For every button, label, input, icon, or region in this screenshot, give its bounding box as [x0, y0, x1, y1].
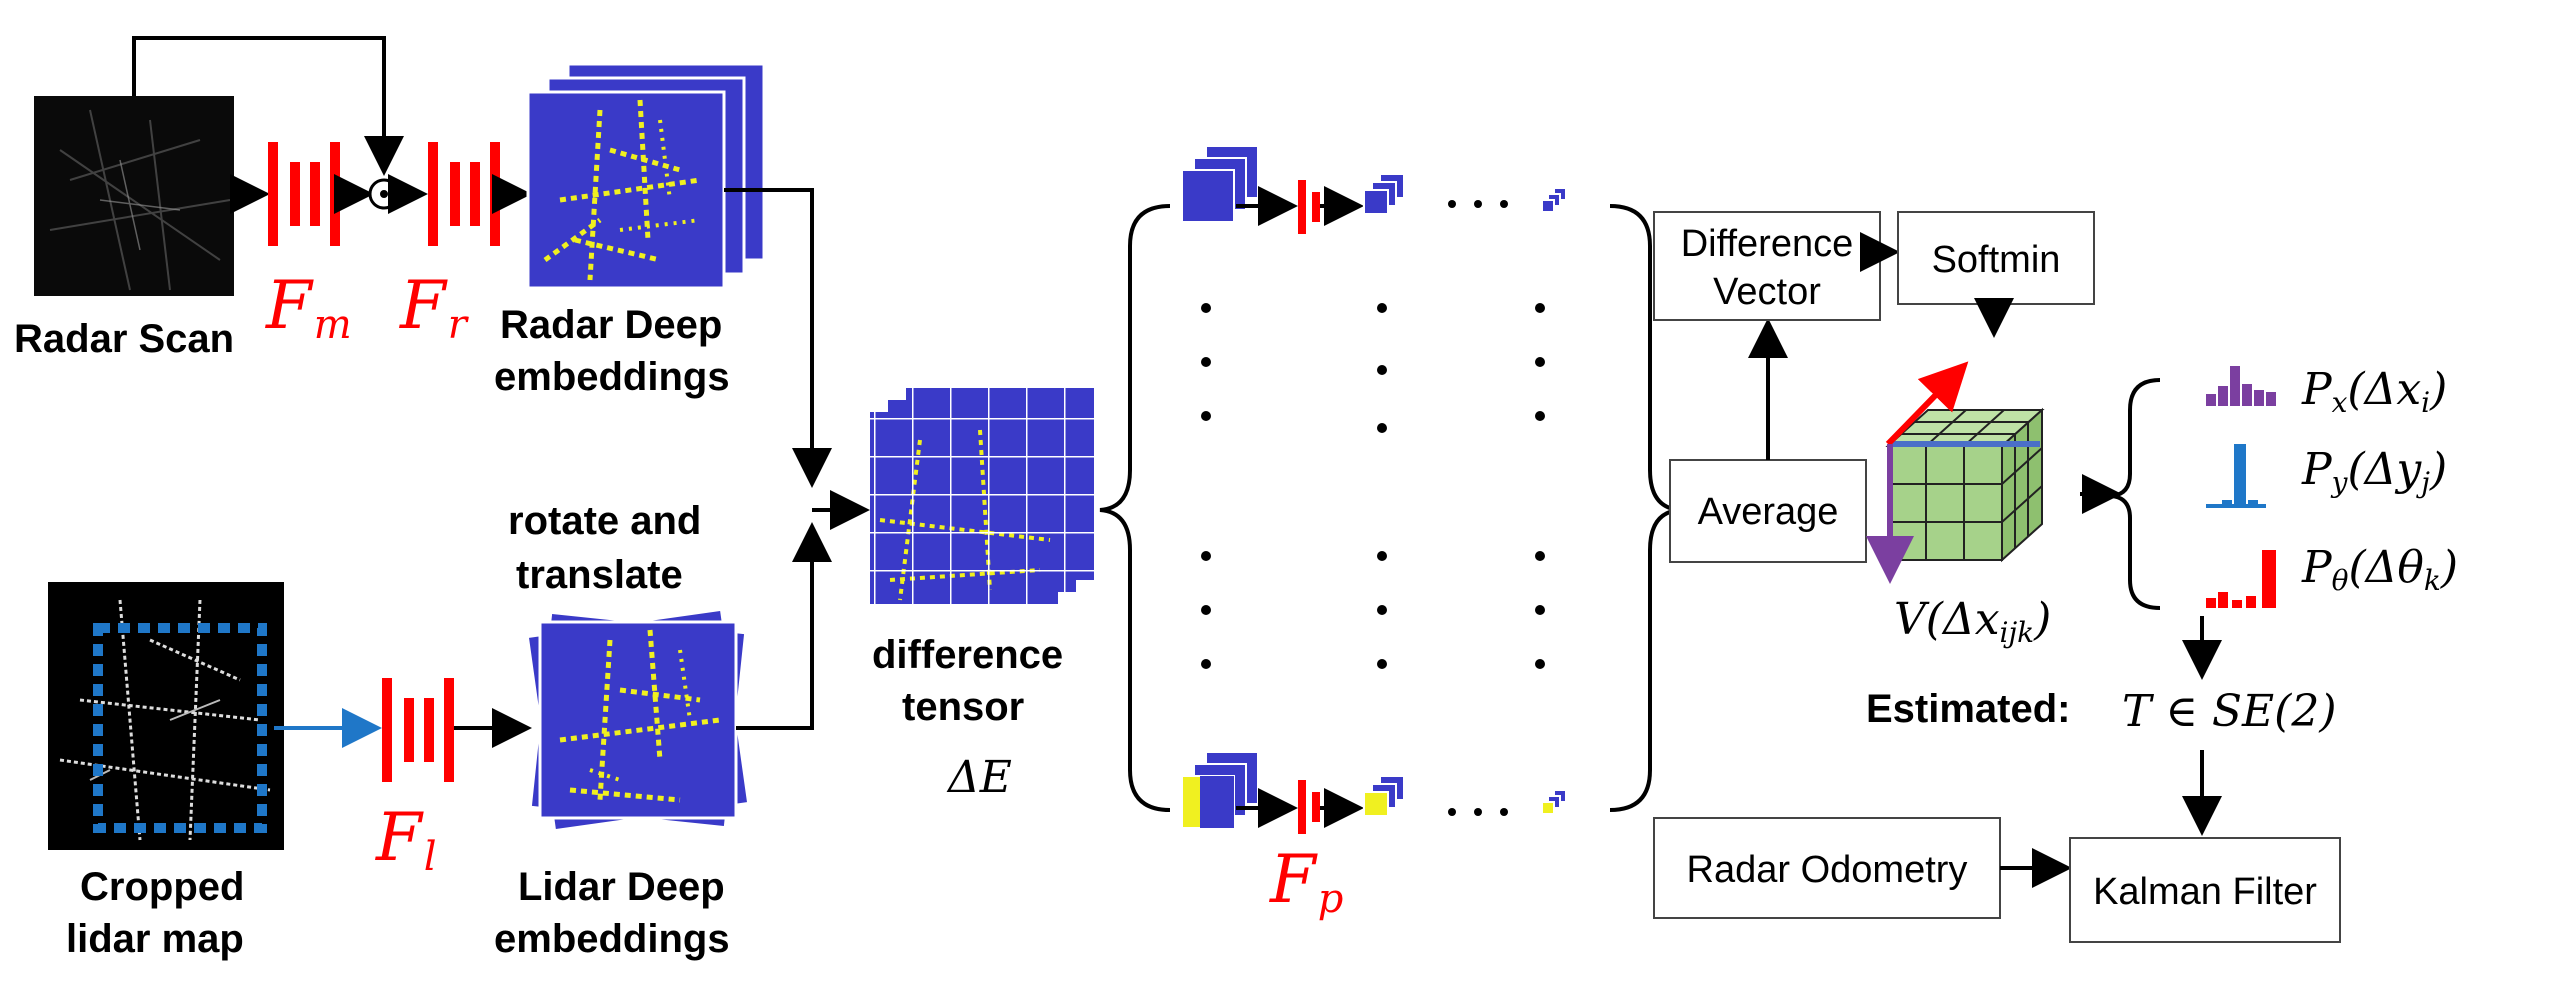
top-ellipsis: [1448, 200, 1508, 208]
arrow-lidar-to-diff: [736, 522, 832, 730]
bottom-tiny-patches: [1541, 789, 1567, 815]
top-patch-stack: [1181, 145, 1259, 223]
top-small-patches: [1363, 173, 1405, 215]
difference-vector-label-1: Difference: [1681, 223, 1854, 265]
bottom-ellipsis: [1448, 808, 1508, 816]
difference-vector-box: [1653, 211, 1881, 321]
dist-py-label: Py(Δyj): [2301, 444, 2447, 499]
difference-tensor-stack: [870, 388, 1094, 604]
radar-embeddings-stack: [526, 62, 766, 290]
difference-vector-label-2: Vector: [1713, 271, 1821, 313]
lidar-deep-label-1: Lidar Deep: [518, 865, 725, 909]
vertical-ellipsis-columns: [1201, 303, 1545, 669]
histogram-px: [2206, 366, 2276, 406]
cropped-label-2: lidar map: [66, 917, 244, 961]
network-fm-label: Fm: [265, 267, 352, 348]
histogram-py: [2206, 444, 2266, 508]
histogram-ptheta: [2206, 550, 2276, 608]
dist-ptheta-label: Pθ(Δθk): [2301, 542, 2458, 597]
cropped-label-1: Cropped: [80, 865, 244, 909]
delta-e-label: ΔE: [946, 752, 1012, 803]
radar-scan-image: [34, 96, 234, 296]
transform-label: T ∈ SE(2): [2122, 686, 2336, 737]
kalman-filter-box: [2069, 837, 2341, 943]
bottom-small-patches: [1363, 775, 1405, 817]
average-label: Average: [1698, 491, 1839, 533]
diff-label-2: tensor: [902, 685, 1024, 729]
cube-theta-axis: [1885, 361, 1969, 447]
kalman-filter-label: Kalman Filter: [2093, 871, 2317, 913]
lidar-embeddings-stack: [525, 607, 751, 833]
bottom-fp-icon: [1298, 780, 1320, 834]
network-fl-icon: [382, 678, 454, 782]
circled-dot-icon: [368, 178, 400, 210]
left-brace: [1099, 204, 1171, 812]
bottom-patch-stack: [1181, 751, 1259, 829]
network-fr-label: Fr: [399, 267, 470, 348]
softmin-label: Softmin: [1932, 239, 2061, 281]
arrow-radar-to-diff: [724, 188, 832, 488]
dist-px-label: Px(Δxi): [2301, 364, 2447, 419]
radar-scan-label: Radar Scan: [14, 317, 234, 361]
radar-odometry-label: Radar Odometry: [1687, 849, 1968, 891]
average-box: [1669, 459, 1867, 563]
radar-odometry-box: [1653, 817, 2001, 919]
rotate-label-1: rotate and: [508, 499, 701, 543]
estimated-label: Estimated:: [1866, 687, 2071, 731]
network-fr-icon: [428, 142, 500, 246]
network-fm-icon: [268, 142, 340, 246]
top-tiny-patches: [1541, 187, 1567, 213]
radar-deep-label-1: Radar Deep: [500, 303, 722, 347]
diff-label-1: difference: [872, 633, 1063, 677]
radar-deep-label-2: embeddings: [494, 355, 730, 399]
cost-volume-cube: [1885, 407, 2045, 563]
skip-connection-arrow: [132, 36, 404, 176]
network-fl-label: Fl: [375, 799, 437, 880]
distribution-brace: [2111, 378, 2161, 610]
cropped-lidar-map-image: [48, 582, 284, 850]
volume-label: V(Δxijk): [1894, 594, 2051, 649]
top-fp-icon: [1298, 180, 1320, 234]
rotate-label-2: translate: [516, 553, 683, 597]
network-fp-label: Fp: [1269, 841, 1343, 922]
lidar-deep-label-2: embeddings: [494, 917, 730, 961]
